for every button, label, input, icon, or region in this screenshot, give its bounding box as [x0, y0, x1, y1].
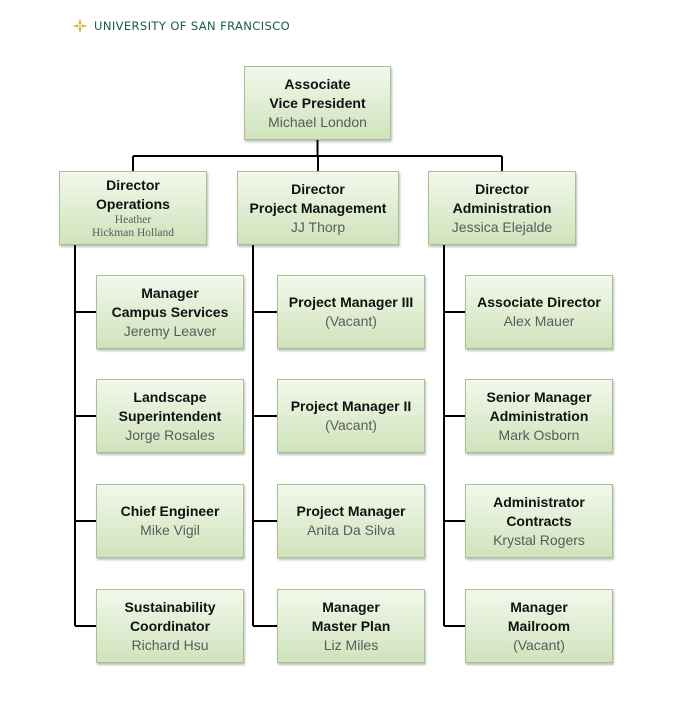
box-title: Project Manager III [288, 294, 414, 310]
org-box-associate-vp: Associate Vice President Michael London [244, 66, 391, 140]
box-title: Project Management [249, 199, 387, 216]
box-title: Operations [96, 196, 170, 212]
usf-emblem-icon [72, 18, 88, 34]
box-name: Richard Hsu [131, 636, 209, 653]
box-title: Coordinator [129, 617, 211, 634]
box-title: Administration [452, 199, 552, 216]
logo-text: UNIVERSITY OF SAN FRANCISCO [94, 19, 291, 33]
box-title: Master Plan [311, 617, 391, 634]
box-name: Liz Miles [323, 636, 379, 653]
box-title: Superintendent [118, 407, 222, 424]
org-box-manager-master-plan: Manager Master Plan Liz Miles [277, 589, 425, 663]
box-title: Contracts [506, 512, 572, 529]
box-name: Heather [114, 214, 152, 226]
box-name: Alex Mauer [503, 313, 575, 329]
org-box-project-manager: Project Manager Anita Da Silva [277, 484, 425, 558]
box-title: Administrator [493, 493, 585, 510]
box-title: Project Manager II [290, 398, 412, 414]
box-title: Manager [510, 598, 568, 615]
box-title: Manager [322, 598, 380, 615]
box-name: Krystal Rogers [493, 531, 585, 548]
box-name: Jessica Elejalde [451, 218, 553, 235]
box-title: Vice President [269, 94, 366, 111]
box-title: Sustainability [124, 598, 216, 615]
box-title: Mailroom [507, 617, 571, 634]
box-name: Jeremy Leaver [123, 322, 217, 339]
box-name: Michael London [268, 113, 367, 130]
box-title: Associate Director [477, 294, 601, 310]
org-box-manager-campus-services: Manager Campus Services Jeremy Leaver [96, 275, 244, 349]
org-box-project-manager-ii: Project Manager II (Vacant) [277, 379, 425, 453]
box-title: Administration [489, 407, 589, 424]
org-box-director-administration: Director Administration Jessica Elejalde [428, 171, 576, 245]
org-box-director-project-management: Director Project Management JJ Thorp [237, 171, 399, 245]
box-title: Chief Engineer [120, 503, 220, 519]
box-title: Associate [284, 75, 351, 92]
box-name: (Vacant) [325, 313, 377, 329]
org-box-chief-engineer: Chief Engineer Mike Vigil [96, 484, 244, 558]
box-name: (Vacant) [513, 636, 565, 653]
box-title: Director [106, 177, 160, 193]
box-name: Anita Da Silva [307, 522, 395, 538]
box-name: Mike Vigil [140, 522, 200, 538]
box-title: Project Manager [296, 503, 406, 519]
org-box-landscape-superintendent: Landscape Superintendent Jorge Rosales [96, 379, 244, 453]
box-title: Landscape [133, 388, 207, 405]
box-name: JJ Thorp [290, 218, 346, 235]
org-box-senior-manager-administration: Senior Manager Administration Mark Osbor… [465, 379, 613, 453]
box-title: Director [291, 180, 345, 197]
org-box-administrator-contracts: Administrator Contracts Krystal Rogers [465, 484, 613, 558]
org-box-manager-mailroom: Manager Mailroom (Vacant) [465, 589, 613, 663]
org-box-sustainability-coordinator: Sustainability Coordinator Richard Hsu [96, 589, 244, 663]
box-name: (Vacant) [325, 417, 377, 433]
box-name: Jorge Rosales [125, 426, 215, 443]
box-title: Manager [141, 284, 199, 301]
box-name: Mark Osborn [498, 426, 580, 443]
org-box-associate-director: Associate Director Alex Mauer [465, 275, 613, 349]
box-title: Campus Services [111, 303, 229, 320]
box-name: Hickman Holland [91, 227, 175, 239]
org-box-director-operations: Director Operations Heather Hickman Holl… [59, 171, 207, 245]
org-box-project-manager-iii: Project Manager III (Vacant) [277, 275, 425, 349]
connector-lines [74, 140, 503, 627]
box-title: Director [475, 180, 529, 197]
usf-logo: UNIVERSITY OF SAN FRANCISCO [72, 16, 290, 36]
box-title: Senior Manager [486, 388, 592, 405]
